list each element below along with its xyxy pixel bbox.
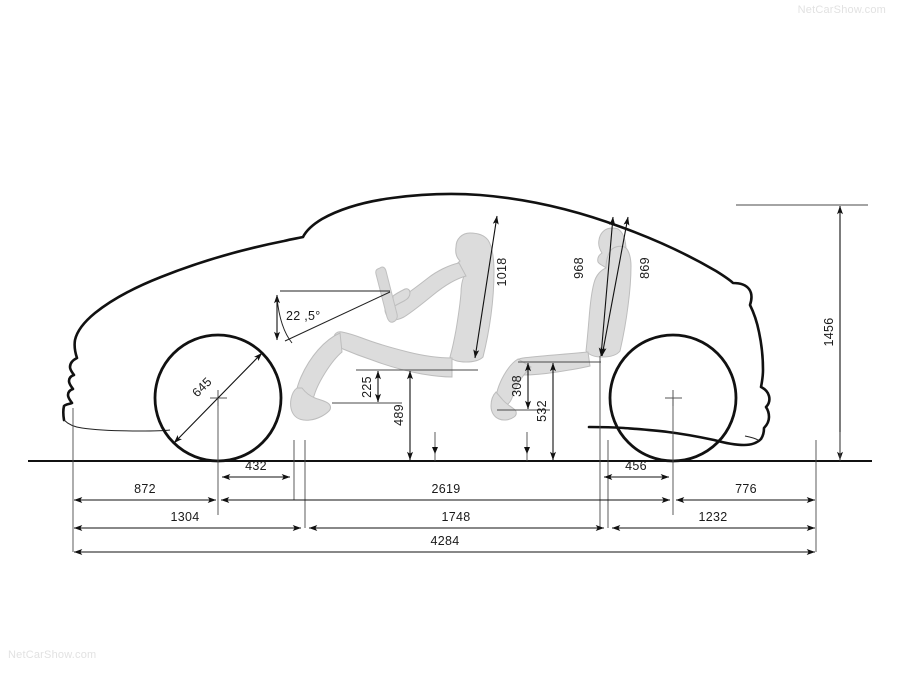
mid-section-dimension: 1748 (308, 510, 605, 531)
watermark-bottom-left: NetCarShow.com (8, 649, 97, 661)
rear-section-dimension: 1232 (611, 510, 816, 531)
rear-occupant-height-a-label: 968 (572, 257, 586, 279)
vehicle-height-dimension: 1456 (736, 204, 868, 461)
front-occupant-height-dimension: 1018 (473, 215, 509, 359)
vehicle-height-label: 1456 (822, 317, 836, 346)
front-hip-ground-label: 489 (392, 404, 406, 426)
rear-section-label: 1232 (698, 510, 727, 524)
steering-angle-label: 22 ,5° (286, 309, 321, 323)
front-axle-dash-label: 432 (245, 459, 267, 473)
rear-overhang-dimension: 776 (675, 482, 816, 503)
vehicle-body-outline (61, 192, 771, 447)
rear-heel-hip-dimension: 308 (497, 361, 601, 411)
rear-heel-hip-label: 308 (510, 375, 524, 397)
watermark-top-right: NetCarShow.com (797, 4, 886, 16)
overall-length-label: 4284 (430, 534, 459, 548)
rear-axle-panel-label: 456 (625, 459, 647, 473)
front-lower-lip (63, 419, 171, 432)
extension-lines-group (72, 356, 817, 552)
front-section-dimension: 1304 (73, 510, 302, 531)
rear-occupant-height-b-label: 869 (638, 257, 652, 279)
rear-overhang-label: 776 (735, 482, 757, 496)
front-occupant-height-label: 1018 (495, 257, 509, 286)
ground-tick-marks (432, 432, 841, 461)
front-overhang-label: 872 (134, 482, 156, 496)
rear-occupant-height-b-dimension: 869 (600, 216, 652, 357)
mid-section-label: 1748 (441, 510, 470, 524)
rear-lower-detail (744, 435, 759, 441)
wheelbase-dimension: 2619 (220, 482, 671, 503)
front-heel-hip-dimension: 225 (332, 369, 402, 404)
rear-axle-panel-dimension: 456 (603, 459, 670, 480)
front-axle-dash-dimension: 432 (221, 459, 291, 480)
rear-hip-ground-label: 532 (535, 400, 549, 422)
front-heel-hip-label: 225 (360, 376, 374, 398)
front-overhang-dimension: 872 (73, 482, 217, 503)
wheelbase-label: 2619 (431, 482, 460, 496)
steering-angle-dimension: 22 ,5° (274, 290, 391, 344)
front-hip-ground-dimension: 489 (356, 369, 478, 461)
front-section-label: 1304 (170, 510, 199, 524)
overall-length-dimension: 4284 (73, 534, 816, 555)
rear-hip-ground-dimension: 532 (535, 362, 556, 461)
